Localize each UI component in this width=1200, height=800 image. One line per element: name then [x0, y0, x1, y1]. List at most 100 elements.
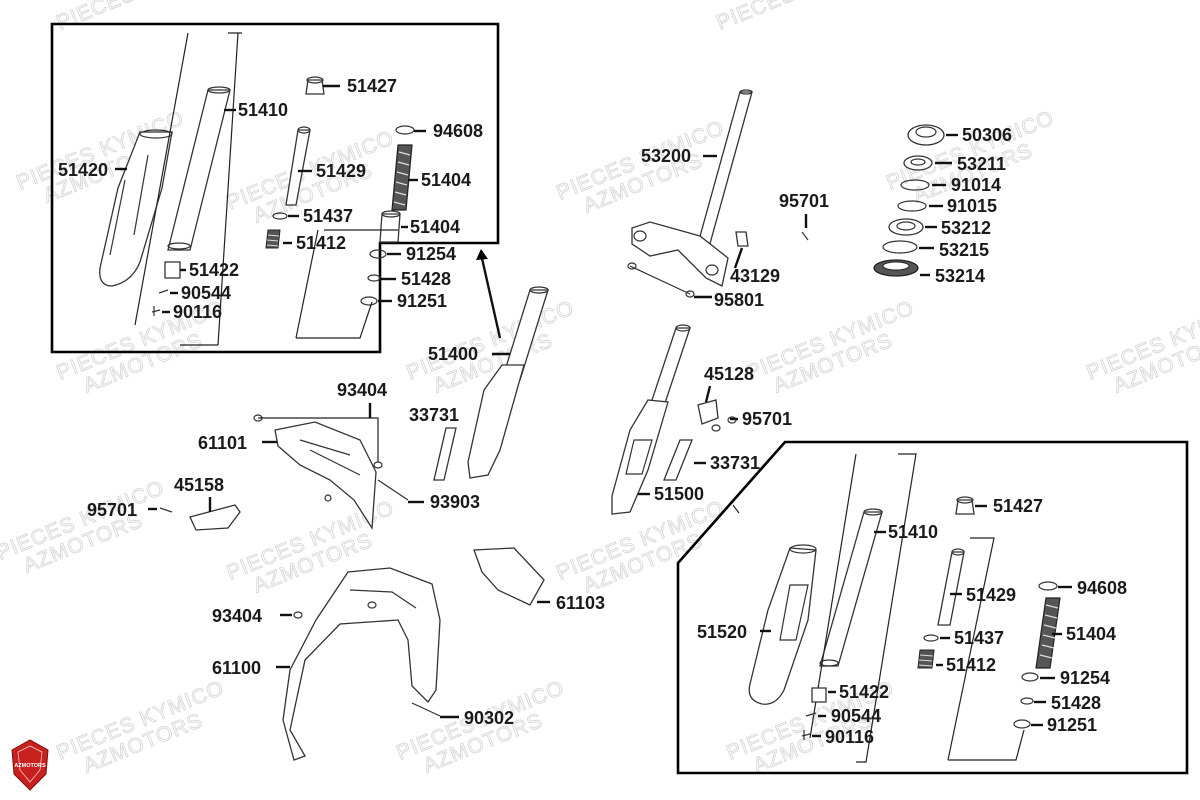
screw-93903	[377, 479, 409, 501]
part-label-51500[interactable]: 51500	[654, 484, 704, 504]
part-label-51520[interactable]: 51520	[697, 622, 747, 642]
part-label-51400[interactable]: 51400	[428, 344, 478, 364]
part-label-45128[interactable]: 45128	[704, 364, 754, 384]
part-label-51410[interactable]: 51410	[888, 522, 938, 542]
part-label-43129[interactable]: 43129	[730, 266, 780, 286]
small-spring-lower	[917, 649, 935, 669]
part-label-51412[interactable]: 51412	[946, 655, 996, 675]
part-label-90116[interactable]: 90116	[825, 727, 874, 747]
spring-lower	[1035, 597, 1061, 669]
bracket-45158	[189, 504, 241, 531]
bracket-61103	[473, 547, 545, 606]
fork-tube-upper	[167, 86, 231, 251]
part-label-45158[interactable]: 45158	[174, 475, 224, 495]
part-label-53215[interactable]: 53215	[939, 240, 989, 260]
inner-fender-61101	[274, 421, 377, 530]
part-label-51429[interactable]: 51429	[966, 585, 1016, 605]
washer-lower	[1021, 672, 1039, 682]
part-label-53211[interactable]: 53211	[957, 154, 1006, 174]
clip-93404b	[293, 611, 303, 619]
part-label-51404[interactable]: 51404	[421, 170, 471, 190]
part-label-90116[interactable]: 90116	[173, 302, 222, 322]
part-label-53200[interactable]: 53200	[641, 146, 691, 166]
azmotors-logo: AZMOTORS	[11, 739, 49, 791]
piston-upper	[164, 261, 181, 279]
bracket-line	[295, 229, 398, 339]
bolt-lower	[801, 730, 811, 740]
small-spring-upper	[265, 229, 281, 249]
part-label-51437[interactable]: 51437	[954, 628, 1004, 648]
part-label-91251[interactable]: 91251	[397, 291, 447, 311]
part-label-91014[interactable]: 91014	[951, 175, 1001, 195]
pinch-nut	[685, 290, 695, 298]
collar-upper	[379, 210, 401, 243]
pinch-bolt	[629, 265, 691, 295]
bracket-line	[258, 417, 379, 462]
part-label-51428[interactable]: 51428	[1051, 693, 1101, 713]
part-label-93404[interactable]: 93404	[212, 606, 262, 626]
fork-leg-51500	[611, 324, 691, 515]
reflector-33731a	[433, 427, 457, 481]
part-label-95801[interactable]: 95801	[714, 290, 764, 310]
part-label-51428[interactable]: 51428	[401, 269, 451, 289]
part-label-61103[interactable]: 61103	[556, 593, 605, 613]
part-label-95701[interactable]: 95701	[779, 191, 829, 211]
part-label-51420[interactable]: 51420	[58, 160, 108, 180]
part-label-53214[interactable]: 53214	[935, 266, 985, 286]
part-label-95701[interactable]: 95701	[87, 500, 137, 520]
washer-small-upper	[158, 289, 169, 294]
bracket-line	[134, 32, 189, 326]
ring-upper	[360, 296, 378, 306]
part-label-93903[interactable]: 93903	[430, 492, 480, 512]
part-label-51422[interactable]: 51422	[839, 682, 889, 702]
part-label-91251[interactable]: 91251	[1047, 715, 1097, 735]
bolt-upper	[151, 306, 161, 316]
piston-lower	[811, 687, 827, 703]
part-label-53212[interactable]: 53212	[941, 218, 991, 238]
fork-slider-left-upper	[99, 129, 173, 287]
pinch-bolt-head	[627, 262, 637, 270]
part-label-94608[interactable]: 94608	[433, 121, 483, 141]
part-label-93404[interactable]: 93404	[337, 380, 387, 400]
part-label-51427[interactable]: 51427	[347, 76, 397, 96]
damper-rod-upper	[285, 126, 311, 206]
watermark-line1: PIECES KYMICO	[53, 0, 227, 35]
part-label-91254[interactable]: 91254	[1060, 668, 1110, 688]
watermark-line1: PIECES KYMICO	[713, 0, 887, 35]
screw-90302	[411, 702, 441, 717]
upper-fork-detail-box	[50, 22, 500, 354]
part-label-51412[interactable]: 51412	[296, 233, 346, 253]
ring-lower	[1013, 719, 1031, 729]
part-label-91015[interactable]: 91015	[947, 196, 997, 216]
fork-slider-left-lower	[748, 544, 817, 705]
cap-nut-upper	[305, 76, 325, 95]
part-label-91254[interactable]: 91254	[406, 244, 456, 264]
screw-95701a	[801, 231, 809, 241]
part-label-95701[interactable]: 95701	[742, 409, 792, 429]
fork-tube-lower	[819, 508, 883, 667]
part-label-51422[interactable]: 51422	[189, 260, 239, 280]
part-label-51427[interactable]: 51427	[993, 496, 1043, 516]
box-link-arrowhead	[476, 249, 488, 260]
part-label-61101[interactable]: 61101	[198, 433, 247, 453]
part-label-90544[interactable]: 90544	[181, 283, 231, 303]
part-label-51404[interactable]: 51404	[410, 217, 460, 237]
part-label-51404[interactable]: 51404	[1066, 624, 1116, 644]
box-link-arrow-line	[479, 253, 502, 339]
part-label-61100[interactable]: 61100	[212, 658, 261, 678]
part-label-51437[interactable]: 51437	[303, 206, 353, 226]
part-label-50306[interactable]: 50306	[962, 125, 1012, 145]
circlip-lower	[923, 634, 939, 642]
part-label-90544[interactable]: 90544	[831, 706, 881, 726]
part-label-51410[interactable]: 51410	[238, 100, 288, 120]
part-label-33731[interactable]: 33731	[409, 405, 459, 425]
part-label-51429[interactable]: 51429	[316, 161, 366, 181]
logo-text: AZMOTORS	[14, 763, 46, 769]
part-label-90302[interactable]: 90302	[464, 708, 514, 728]
bracket-line	[856, 453, 917, 763]
part-label-33731[interactable]: 33731	[710, 453, 760, 473]
part-label-94608[interactable]: 94608	[1077, 578, 1127, 598]
steering-stem	[631, 89, 753, 287]
